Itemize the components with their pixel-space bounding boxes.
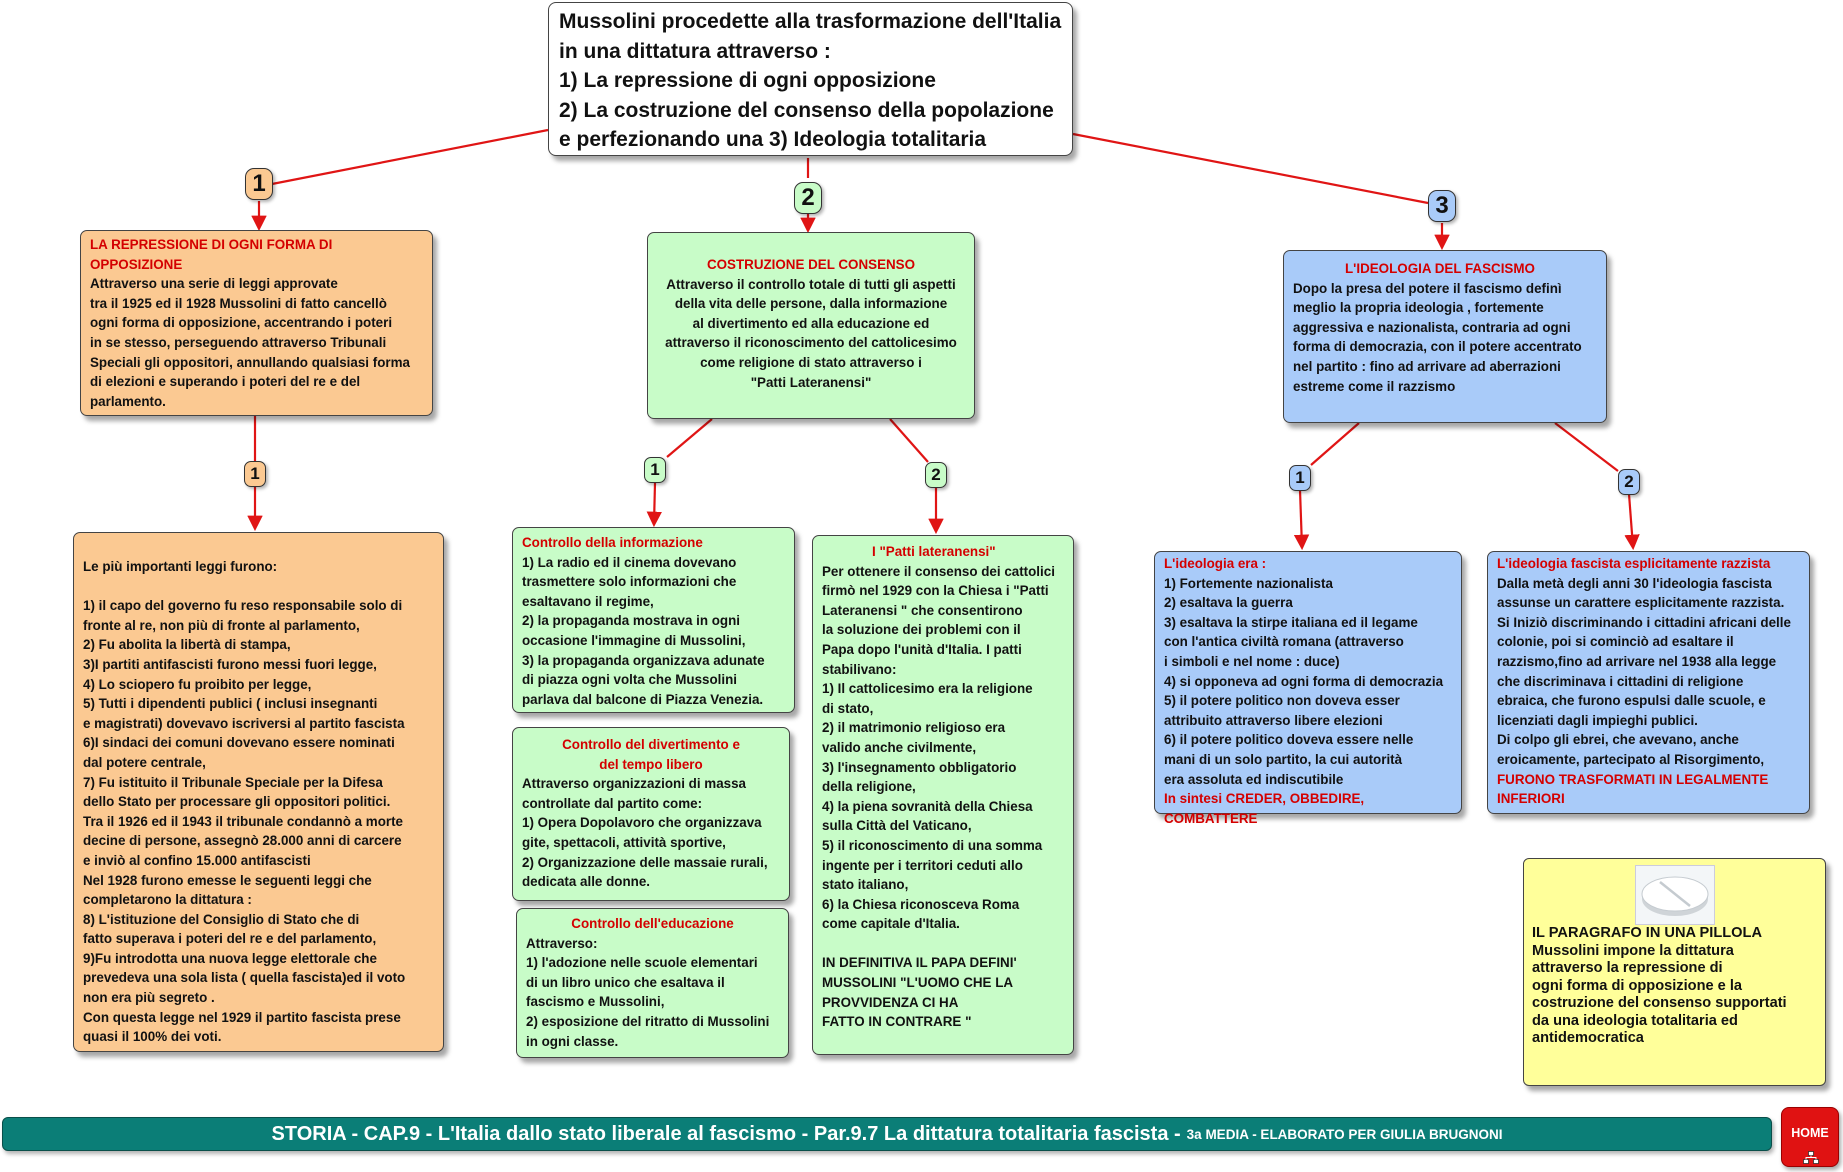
- lateran-pacts-title: I "Patti lateranensi": [872, 544, 996, 559]
- information-control-box: Controllo della informazione 1) La radio…: [512, 527, 795, 713]
- pill-icon: [1635, 865, 1715, 925]
- connector-main-b3: [1072, 132, 1429, 205]
- information-control-text: 1) La radio ed il cinema dovevano trasme…: [522, 554, 765, 707]
- lateran-pacts-text: Per ottenere il consenso dei cattolici f…: [822, 563, 1055, 1030]
- consensus-title: COSTRUZIONE DEL CONSENSO: [706, 257, 916, 272]
- connector-b31-ideo: [1293, 489, 1310, 551]
- ideology-title: L'IDEOLOGIA DEL FASCISMO: [1345, 261, 1535, 276]
- home-label: HOME: [1791, 1126, 1829, 1140]
- badge-2-2: 2: [925, 462, 947, 488]
- ideology-list-summary: In sintesi CREDER, OBBEDIRE, COMBATTERE: [1164, 791, 1365, 826]
- repression-text: Attraverso una serie di leggi approvate …: [90, 276, 410, 409]
- repression-box: LA REPRESSIONE DI OGNI FORMA DI OPPOSIZI…: [80, 230, 433, 416]
- education-control-text: Attraverso: 1) l'adozione nelle scuole e…: [526, 935, 770, 1049]
- summary-pill-box: IL PARAGRAFO IN UNA PILLOLA Mussolini im…: [1523, 858, 1826, 1086]
- badge-3: 3: [1428, 190, 1456, 222]
- connector-box2-b22: [889, 418, 929, 463]
- racism-conclusion: FURONO TRASFORMATI IN LEGALMENTE INFERIO…: [1497, 771, 1769, 807]
- badge-1-1: 1: [244, 461, 266, 487]
- laws-text: Le più importanti leggi furono: 1) il ca…: [83, 559, 406, 1045]
- repression-title: LA REPRESSIONE DI OGNI FORMA DI OPPOSIZI…: [90, 237, 333, 272]
- badge-3-2: 2: [1618, 469, 1640, 495]
- footer-bar: STORIA - CAP.9 - L'Italia dallo stato li…: [2, 1117, 1772, 1151]
- education-control-box: Controllo dell'educazione Attraverso: 1)…: [516, 908, 789, 1058]
- badge-2: 2: [794, 182, 822, 214]
- main-title-text: Mussolini procedette alla trasformazione…: [559, 10, 1062, 151]
- leisure-control-box: Controllo del divertimento e del tempo l…: [512, 727, 790, 901]
- connector-main-b1: [271, 128, 549, 186]
- footer-title: STORIA - CAP.9 - L'Italia dallo stato li…: [271, 1122, 1181, 1145]
- connector-box3-b32: [1554, 422, 1619, 472]
- leisure-control-text: Attraverso organizzazioni di massa contr…: [522, 776, 768, 890]
- badge-1: 1: [245, 168, 273, 200]
- footer-subtitle: 3a MEDIA - ELABORATO PER GIULIA BRUGNONI: [1186, 1126, 1503, 1142]
- racism-title: L'ideologia fascista esplicitamente razz…: [1497, 556, 1771, 571]
- badge-3-1: 1: [1289, 465, 1311, 491]
- laws-box: Le più importanti leggi furono: 1) il ca…: [73, 532, 444, 1052]
- education-control-title: Controllo dell'educazione: [571, 916, 734, 931]
- connector-b21-info: [646, 482, 662, 528]
- ideology-list-text: 1) Fortemente nazionalista 2) esaltava l…: [1164, 575, 1444, 787]
- main-title-box: Mussolini procedette alla trasformazione…: [548, 2, 1073, 156]
- ideology-list-box: L'ideologia era : 1) Fortemente nazional…: [1154, 551, 1462, 826]
- sitemap-icon: [1803, 1151, 1819, 1164]
- ideology-box: L'IDEOLOGIA DEL FASCISMO Dopo la presa d…: [1283, 250, 1607, 423]
- badge-2-1: 1: [644, 457, 666, 483]
- connector-box3-b31: [1310, 422, 1360, 466]
- leisure-control-title: Controllo del divertimento e del tempo l…: [562, 737, 740, 772]
- information-control-title: Controllo della informazione: [522, 535, 703, 550]
- ideology-text: Dopo la presa del potere il fascismo def…: [1293, 280, 1582, 394]
- home-button[interactable]: HOME: [1781, 1107, 1839, 1167]
- connector-box2-b21: [666, 418, 713, 458]
- racism-box: L'ideologia fascista esplicitamente razz…: [1487, 551, 1810, 814]
- ideology-list-title: L'ideologia era :: [1164, 556, 1267, 571]
- consensus-text: Attraverso il controllo totale di tutti …: [665, 276, 957, 390]
- racism-text: Dalla metà degli anni 30 l'ideologia fas…: [1497, 575, 1791, 767]
- consensus-box: COSTRUZIONE DEL CONSENSO Attraverso il c…: [647, 232, 975, 419]
- summary-pill-text: IL PARAGRAFO IN UNA PILLOLA Mussolini im…: [1532, 925, 1787, 1046]
- lateran-pacts-box: I "Patti lateranensi" Per ottenere il co…: [812, 535, 1074, 1055]
- connector-b32-razz: [1624, 493, 1640, 551]
